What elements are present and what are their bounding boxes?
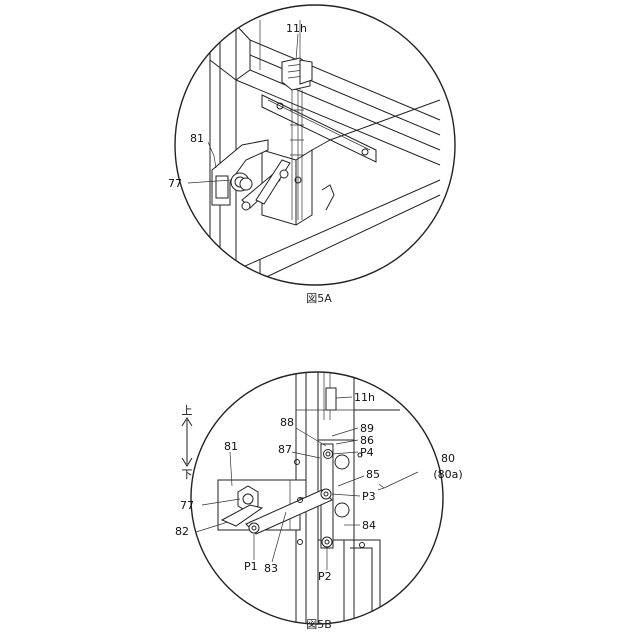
label-80: 80 [441, 452, 455, 465]
label-p1: P1 [244, 560, 258, 573]
label-11h: 11h [354, 391, 375, 404]
direction-up-label: 上 [182, 404, 193, 417]
caption-fig5b: 図5B [306, 618, 332, 631]
figure-5b: 上 下 11h 89 86 P4 88 87 85 P3 84 [175, 370, 463, 631]
fig5a-mechanism-drawing [210, 20, 440, 280]
label-82: 82 [175, 525, 189, 538]
label-11h: 11h [286, 22, 307, 35]
label-84: 84 [362, 519, 376, 532]
label-81: 81 [224, 440, 238, 453]
label-p4: P4 [360, 446, 374, 459]
label-88: 88 [280, 416, 294, 429]
label-81: 81 [190, 132, 204, 145]
direction-down-label: 下 [182, 468, 193, 481]
label-p2: P2 [318, 570, 332, 583]
caption-fig5a: 図5A [306, 292, 332, 305]
label-77: 77 [180, 499, 194, 512]
figure-5a: 11h 81 77 図5A [168, 5, 455, 305]
label-83: 83 [264, 562, 278, 575]
up-down-direction-indicator: 上 下 [182, 404, 193, 481]
label-87: 87 [278, 443, 292, 456]
label-80a: (80a) [433, 468, 462, 481]
label-85: 85 [366, 468, 380, 481]
fig5a-detail-circle [175, 5, 455, 285]
label-p3: P3 [362, 490, 376, 503]
label-77: 77 [168, 177, 182, 190]
